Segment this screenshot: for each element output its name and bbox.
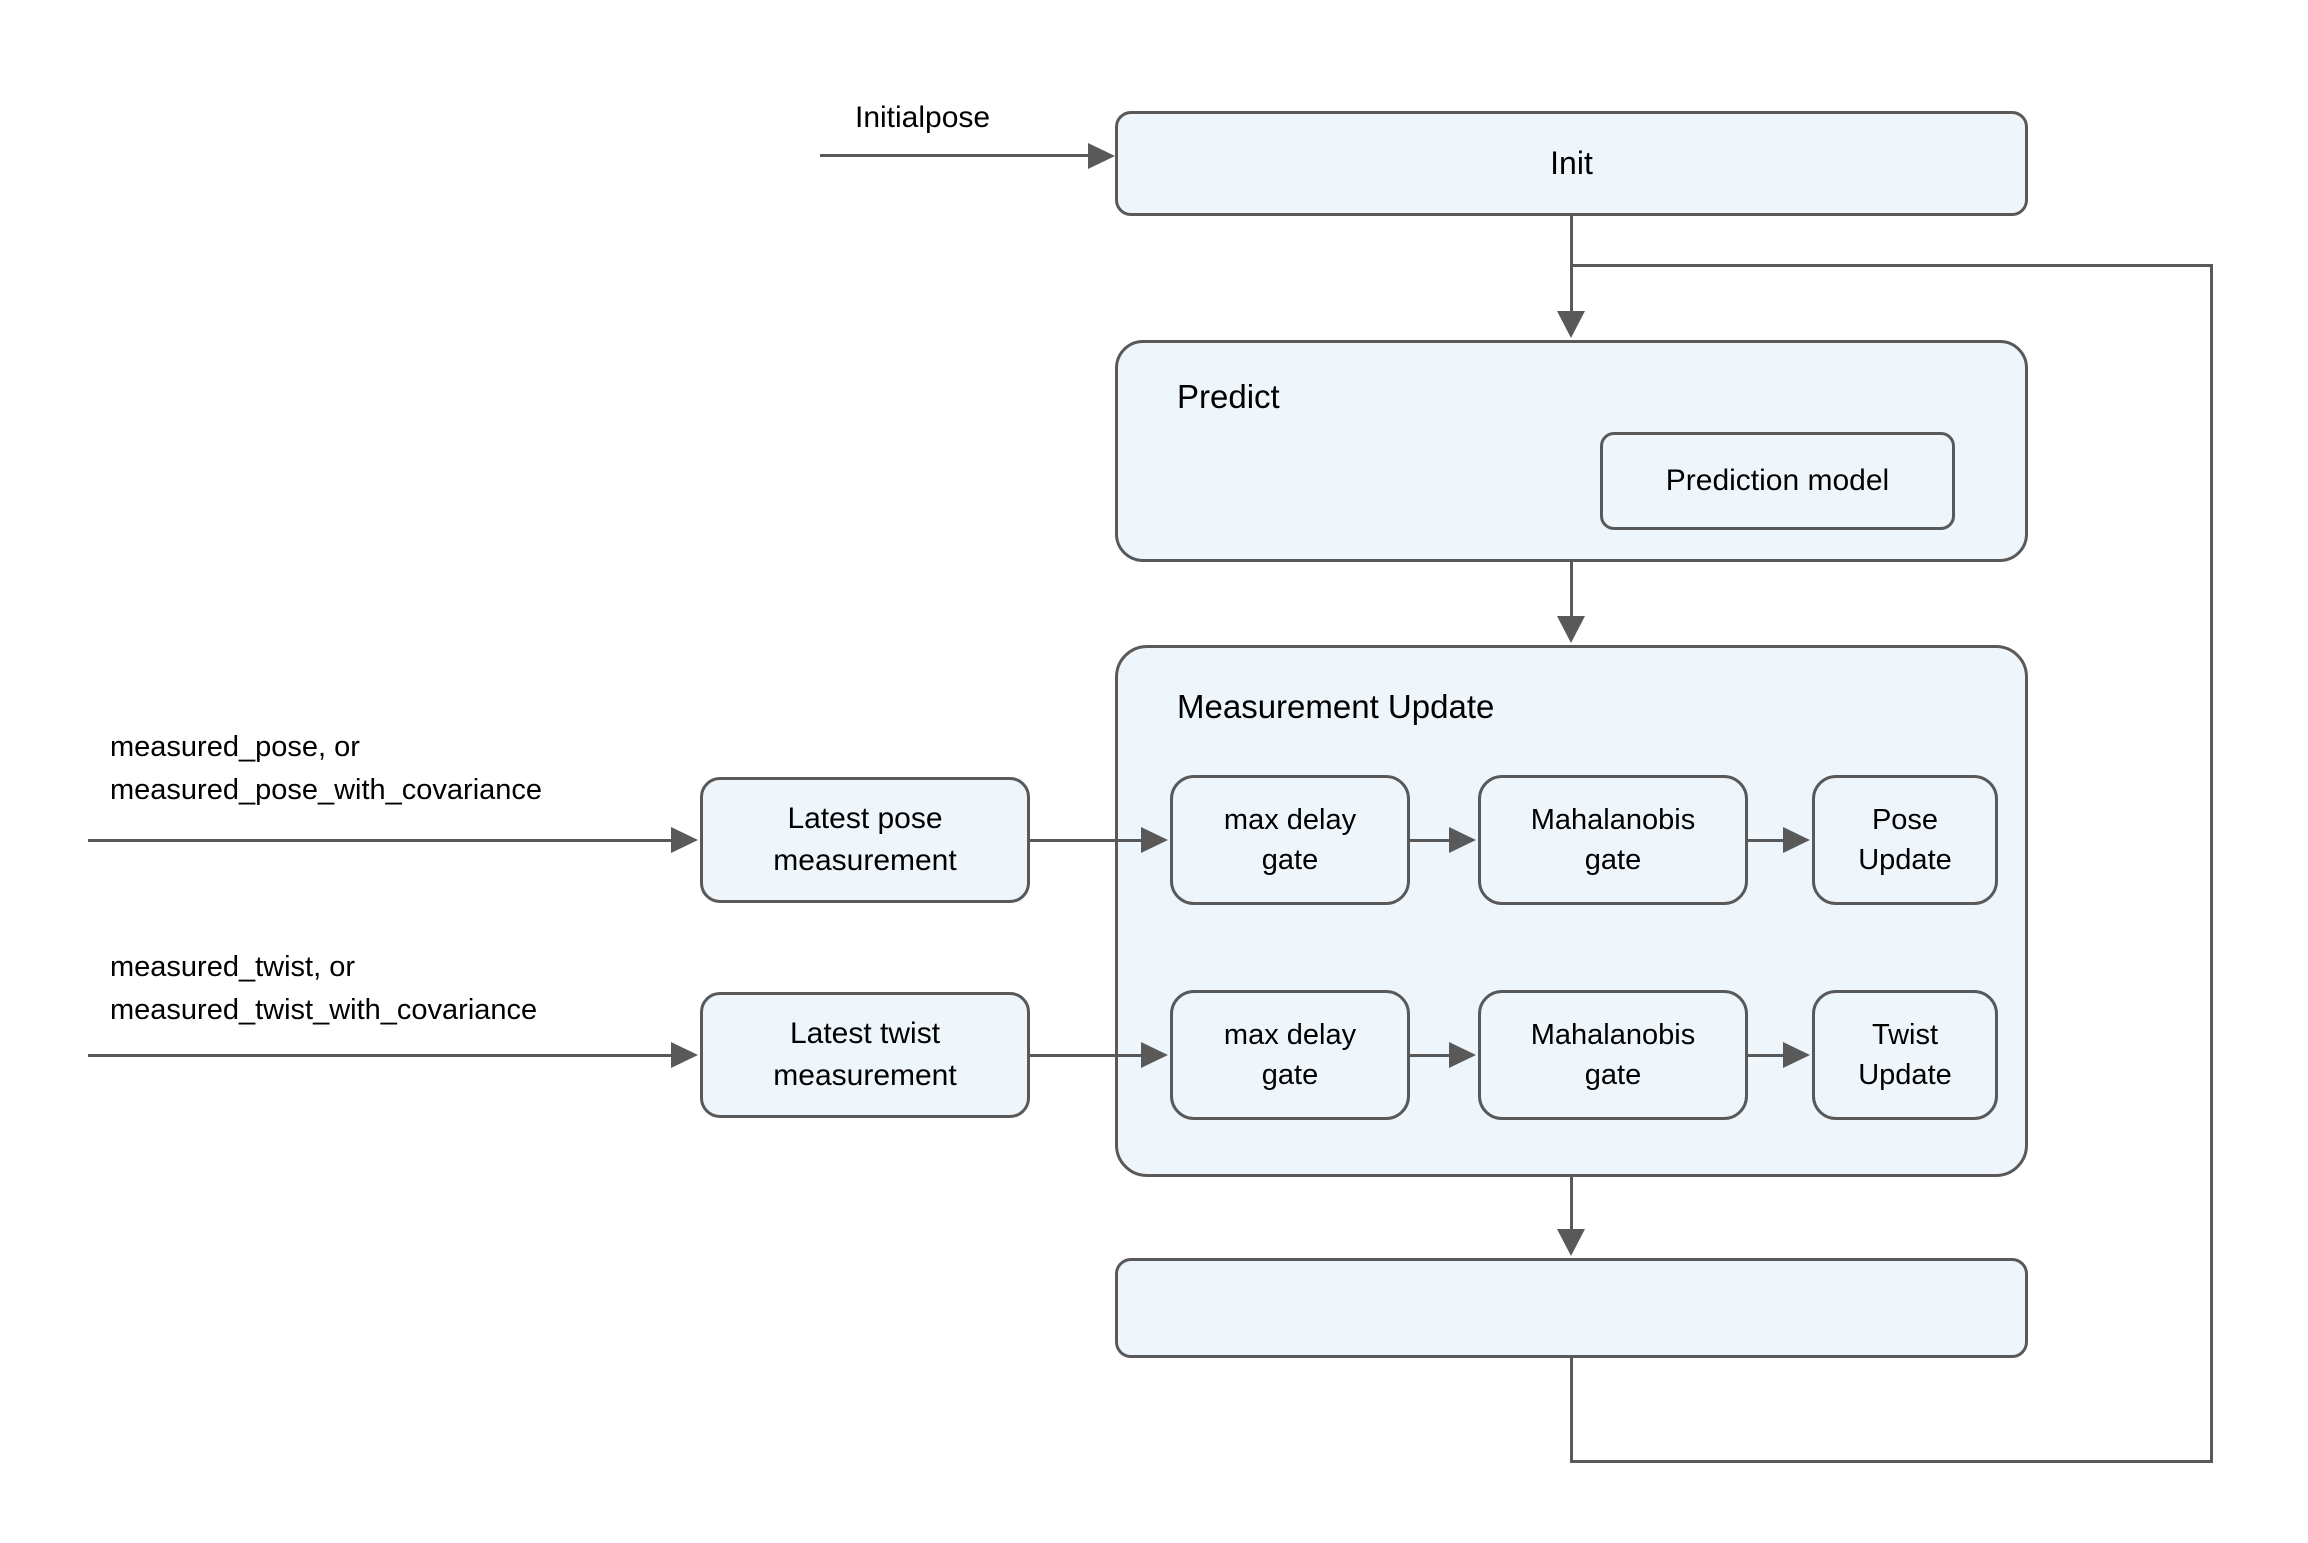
connector-initialpose-to-init (820, 154, 1090, 157)
latest-twist-measurement-box: Latest twist measurement (700, 992, 1030, 1118)
arrowhead-pose-mahalanobis-to-update (1783, 827, 1810, 853)
connector-twist-topic-to-latest-twist (88, 1054, 672, 1057)
twist-mahalanobis-gate-label: Mahalanobis gate (1530, 1019, 1696, 1091)
latest-pose-measurement-label: Latest pose measurement (773, 802, 957, 877)
arrowhead-latest-twist-to-max-delay-gate (1141, 1042, 1168, 1068)
initialpose-label: Initialpose (855, 101, 991, 134)
twist-topic-line2: measured_twist_with_covariance (110, 994, 538, 1026)
twist-update-label: Twist Update (1858, 1019, 1952, 1091)
predict-label: Predict (1177, 378, 1280, 415)
connector-latest-pose-to-max-delay-gate (1030, 839, 1142, 842)
feedback-loop-segment-right (2210, 264, 2213, 1463)
pose-topic-line2: measured_pose_with_covariance (110, 774, 543, 806)
feedback-loop-segment-bottom (1570, 1460, 2213, 1463)
connector-pose-gate-to-mahalanobis (1410, 839, 1451, 842)
twist-max-delay-gate-label: max delay gate (1223, 1019, 1357, 1091)
connector-predict-to-measurement-update (1570, 562, 1573, 618)
arrowhead-initialpose-to-init (1088, 143, 1115, 169)
pose-update-label: Pose Update (1858, 804, 1952, 876)
init-box: Init (1115, 111, 2028, 216)
feedback-loop-segment-down (1570, 1356, 1573, 1462)
measurement-update-label: Measurement Update (1177, 688, 1495, 725)
init-label: Init (1550, 145, 1593, 181)
arrowhead-latest-pose-to-max-delay-gate (1141, 827, 1168, 853)
prediction-model-label: Prediction model (1665, 464, 1890, 497)
arrowhead-pose-topic-to-latest-pose (671, 827, 698, 853)
arrowhead-measurement-update-to-publish (1557, 1229, 1585, 1256)
twist-update-box: Twist Update (1812, 990, 1998, 1120)
arrowhead-twist-mahalanobis-to-update (1783, 1042, 1810, 1068)
connector-latest-twist-to-max-delay-gate (1030, 1054, 1142, 1057)
arrowhead-predict-to-measurement-update (1557, 616, 1585, 643)
connector-pose-topic-to-latest-pose (88, 839, 672, 842)
arrowhead-twist-gate-to-mahalanobis (1449, 1042, 1476, 1068)
twist-topic-label: measured_twist, or measured_twist_with_c… (110, 946, 537, 1032)
pose-update-box: Pose Update (1812, 775, 1998, 905)
pose-max-delay-gate-label: max delay gate (1223, 804, 1357, 876)
publish-box (1115, 1258, 2028, 1358)
pose-topic-line1: measured_pose, or (110, 731, 360, 763)
arrowhead-init-to-predict (1557, 311, 1585, 338)
arrowhead-twist-topic-to-latest-twist (671, 1042, 698, 1068)
prediction-model-box: Prediction model (1600, 432, 1955, 530)
connector-measurement-update-to-publish (1570, 1177, 1573, 1230)
feedback-loop-segment-top (1570, 264, 2213, 267)
latest-pose-measurement-box: Latest pose measurement (700, 777, 1030, 903)
pose-mahalanobis-gate-label: Mahalanobis gate (1530, 804, 1696, 876)
connector-twist-gate-to-mahalanobis (1410, 1054, 1451, 1057)
connector-twist-mahalanobis-to-update (1748, 1054, 1785, 1057)
twist-max-delay-gate-box: max delay gate (1170, 990, 1410, 1120)
pose-mahalanobis-gate-box: Mahalanobis gate (1478, 775, 1748, 905)
pose-max-delay-gate-box: max delay gate (1170, 775, 1410, 905)
twist-mahalanobis-gate-box: Mahalanobis gate (1478, 990, 1748, 1120)
latest-twist-measurement-label: Latest twist measurement (773, 1017, 957, 1092)
connector-pose-mahalanobis-to-update (1748, 839, 1785, 842)
pose-topic-label: measured_pose, or measured_pose_with_cov… (110, 726, 542, 812)
arrowhead-pose-gate-to-mahalanobis (1449, 827, 1476, 853)
twist-topic-line1: measured_twist, or (110, 951, 355, 983)
